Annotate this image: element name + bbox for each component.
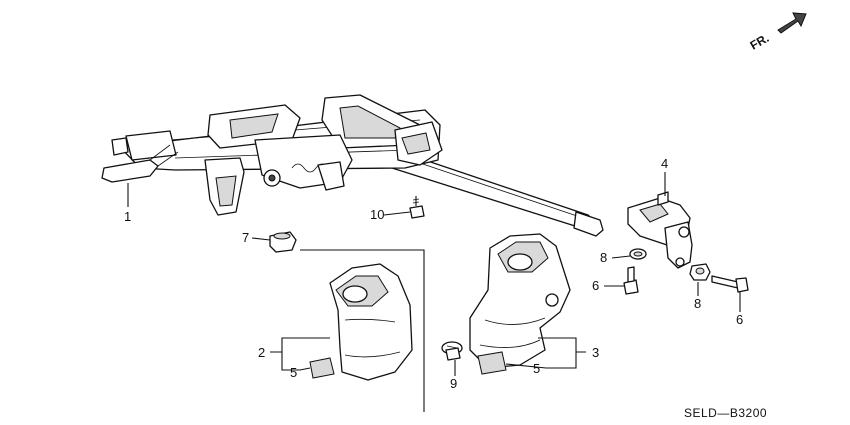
label-sticker-left <box>309 357 335 379</box>
callout-5-right: 5 <box>533 361 540 376</box>
callout-9: 9 <box>450 376 457 391</box>
callout-6-short: 6 <box>592 278 599 293</box>
screw-9 <box>441 341 463 361</box>
label-sticker-right <box>477 351 507 375</box>
nut-8-upper <box>629 248 647 260</box>
callout-1: 1 <box>124 209 131 224</box>
bolt-6-long <box>711 275 749 293</box>
column-cover-right <box>469 233 571 369</box>
column-cover-left <box>329 263 413 381</box>
flange-nut-7 <box>269 231 297 253</box>
callout-2: 2 <box>258 345 265 360</box>
nut-8-lower <box>689 263 711 281</box>
steering-joint <box>627 191 693 269</box>
fr-label: FR. <box>748 31 772 53</box>
front-direction-indicator: FR. <box>748 12 807 53</box>
front-arrow-icon <box>777 12 807 34</box>
leader-lines <box>127 172 741 376</box>
callout-6-long: 6 <box>736 312 743 327</box>
callout-5-left: 5 <box>290 365 297 380</box>
callout-8-upper: 8 <box>600 250 607 265</box>
callout-4: 4 <box>661 156 668 171</box>
callout-10: 10 <box>370 207 384 222</box>
callout-3: 3 <box>592 345 599 360</box>
callout-8-lower: 8 <box>694 296 701 311</box>
steering-column-assembly <box>101 94 604 237</box>
bolt-10 <box>409 196 425 219</box>
callout-7: 7 <box>242 230 249 245</box>
group-bracket-line <box>300 249 425 412</box>
diagram-code: SELD—B3200 <box>684 406 767 420</box>
bolt-6-short <box>623 266 639 295</box>
